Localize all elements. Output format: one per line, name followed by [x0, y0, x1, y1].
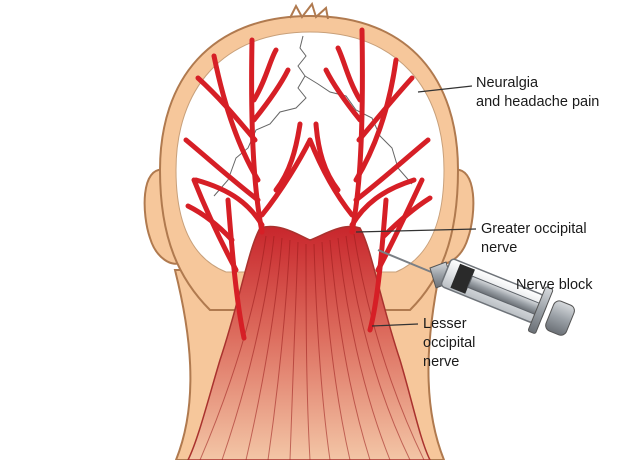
- syringe-plunger-seal: [450, 263, 475, 294]
- label-greater-line1: Greater occipital: [481, 221, 587, 237]
- label-lesser-line3: nerve: [423, 354, 460, 370]
- lesser-occipital-nerve-right: [367, 177, 433, 333]
- muscle-fibers: [199, 233, 425, 460]
- label-nerve-block-line1: Nerve block: [516, 277, 593, 293]
- label-neuralgia-line2: and headache pain: [476, 94, 600, 110]
- label-nerve-block: Nerve block: [516, 276, 593, 295]
- syringe-flange: [527, 286, 554, 334]
- hair-tuft: [289, 1, 329, 20]
- label-greater-line2: nerve: [481, 240, 518, 256]
- label-greater-occipital-nerve: Greater occipital nerve: [481, 220, 587, 258]
- skull-suture: [213, 35, 307, 197]
- label-neuralgia-line1: Neuralgia: [476, 75, 539, 91]
- leader-line-greater: [355, 228, 477, 233]
- leader-lines: [355, 85, 477, 327]
- syringe-thumb-rest: [545, 300, 575, 336]
- syringe-needle: [377, 249, 437, 275]
- syringe-icon: [377, 249, 575, 336]
- label-lesser-line1: Lesser: [423, 316, 467, 332]
- lesser-occipital-nerve-left: [185, 177, 247, 341]
- leader-line-lesser: [371, 323, 419, 327]
- label-lesser-line2: occipital: [423, 335, 476, 351]
- greater-occipital-nerve-left: [183, 37, 313, 235]
- label-lesser-occipital-nerve: Lesser occipital nerve: [423, 315, 475, 372]
- leader-line-neuralgia: [417, 85, 473, 93]
- greater-occipital-nerve-right: [307, 27, 431, 235]
- label-neuralgia: Neuralgia and headache pain: [476, 74, 599, 112]
